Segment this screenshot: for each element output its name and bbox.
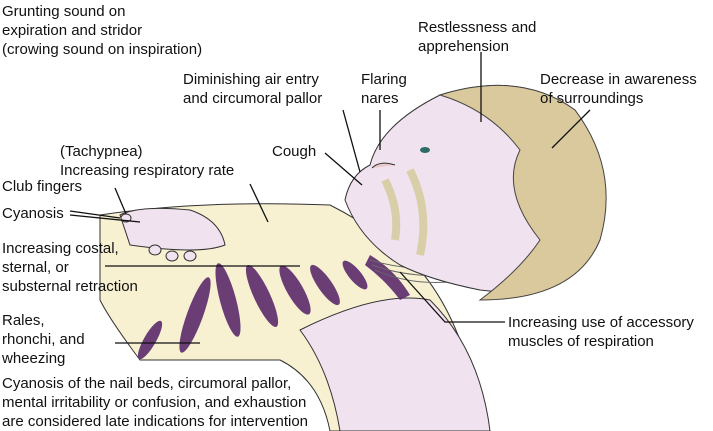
label-tachypnea: (Tachypnea) Increasing respiratory rate [60,143,235,179]
label-cyanosis: Cyanosis [2,205,64,222]
label-accessory-muscles: Increasing use of accessory muscles of r… [508,314,694,350]
label-retraction: Increasing costal, sternal, or substerna… [2,240,138,295]
label-decrease-awareness: Decrease in awareness of surroundings [540,71,697,107]
label-cough: Cough [272,143,317,160]
label-diminishing-air-entry: Diminishing air entry and circumoral pal… [183,71,323,107]
label-club-fingers: Club fingers [2,178,83,195]
label-restlessness: Restlessness and apprehension [418,19,537,55]
leader-lines [69,52,591,344]
label-grunting: Grunting sound on expiration and stridor… [2,3,203,58]
footnote: Cyanosis of the nail beds, circumoral pa… [2,375,309,430]
label-rales: Rales, rhonchi, and wheezing [2,312,85,367]
head [344,84,607,301]
body-torso [99,203,491,431]
label-flaring-nares: Flaring nares [361,71,407,107]
